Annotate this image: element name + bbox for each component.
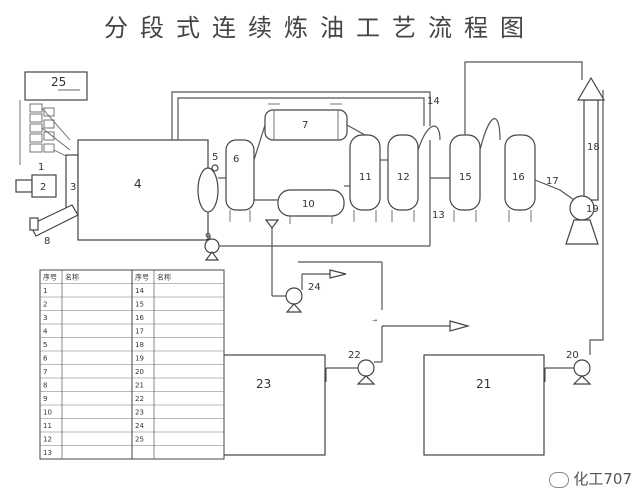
label-10: 10 (302, 199, 315, 210)
label-21: 21 (476, 377, 491, 391)
watermark-text: 化工707 (573, 470, 632, 488)
pipe-6-7 (253, 124, 266, 161)
label-4: 4 (134, 177, 142, 191)
diagram-title: 分段式连续炼油工艺流程图 (104, 14, 536, 42)
equipment-22-pump (298, 261, 471, 385)
label-11: 11 (359, 172, 372, 183)
legend-cell: 3 (43, 314, 47, 322)
equipment-2 (15, 174, 57, 198)
equipment-25 (24, 71, 88, 101)
label-15: 15 (459, 172, 472, 183)
equipment-24-pump (285, 269, 347, 313)
label-16: 16 (512, 172, 525, 183)
legend-cell: 13 (43, 449, 52, 457)
equipment-19-fan (565, 195, 599, 245)
legend-cell: 6 (43, 355, 48, 363)
arrow-right-icon (329, 269, 347, 279)
pipe-17 (534, 179, 575, 201)
equipment-21-storage (423, 354, 545, 456)
wechat-icon (549, 471, 570, 488)
equipment-8-feeder (29, 204, 79, 237)
pipe-15-top (464, 61, 583, 135)
legend-cell: 25 (135, 436, 144, 444)
legend-header-cell: 序号 (135, 273, 149, 282)
pipe-14-loop-inner (177, 97, 425, 140)
legend-cell: 20 (135, 368, 144, 376)
label-9: 9 (205, 232, 211, 243)
equipment-10-tank (277, 189, 345, 224)
equipment-12-tank (387, 134, 419, 222)
pipe-12-15 (417, 125, 441, 151)
label-12: 12 (397, 172, 410, 183)
pipe-7-11 (346, 124, 366, 136)
gauge-5 (211, 164, 219, 172)
label-23: 23 (256, 377, 271, 391)
label-3: 3 (70, 182, 76, 193)
label-13: 13 (432, 210, 445, 221)
reactor-end-cap (197, 167, 219, 213)
legend-cell: 18 (135, 341, 144, 349)
label-19: 19 (586, 204, 599, 215)
legend-cell: 14 (135, 287, 144, 295)
equipment-16-tank (504, 134, 536, 222)
arrow-right-icon (449, 320, 471, 332)
legend-cell: 11 (43, 422, 52, 430)
legend-cell: 21 (135, 382, 144, 390)
label-22: 22 (348, 350, 361, 361)
label-1: 1 (38, 162, 44, 173)
legend-cell: 2 (43, 301, 47, 309)
equipment-18-stack (576, 76, 606, 201)
equipment-20-pump (544, 359, 592, 385)
label-17: 17 (546, 176, 559, 187)
legend-cell: 7 (43, 368, 47, 376)
legend-cell: 15 (135, 301, 144, 309)
legend-cell: 22 (135, 395, 144, 403)
legend-cell: 16 (135, 314, 144, 322)
legend-cell: 1 (43, 287, 47, 295)
legend-cell: 19 (135, 355, 144, 363)
legend-cell: 5 (43, 341, 47, 349)
equipment-4-reactor (77, 139, 209, 241)
legend-cell: 9 (43, 395, 47, 403)
label-25: 25 (51, 75, 66, 89)
legend-cell: 8 (43, 382, 47, 390)
legend-header-cell: 序号 (43, 273, 57, 282)
watermark: 化工707 (549, 468, 632, 489)
label-8: 8 (44, 236, 50, 247)
pipe-14-loop (171, 91, 431, 140)
equipment-6-tank (225, 139, 255, 222)
label-24: 24 (308, 282, 321, 293)
valve-icon (264, 219, 280, 229)
legend-header-cell: 名称 (157, 273, 171, 282)
label-5: 5 (212, 152, 218, 163)
label-2: 2 (40, 182, 46, 193)
control-cluster (19, 100, 71, 165)
legend-cell: 17 (135, 328, 144, 336)
note-22-out: → (372, 317, 377, 324)
legend-cell: 24 (135, 422, 144, 430)
label-20: 20 (566, 350, 579, 361)
label-6: 6 (233, 154, 239, 165)
legend-cell: 4 (43, 328, 48, 336)
legend-cell: 23 (135, 409, 144, 417)
pipe-to-20 (589, 90, 604, 355)
legend-header-cell: 名称 (65, 273, 79, 282)
legend-cell: 12 (43, 436, 52, 444)
legend-cell: 10 (43, 409, 52, 417)
label-7: 7 (302, 120, 308, 131)
label-14: 14 (427, 96, 440, 107)
pipe-15-16 (479, 118, 501, 151)
label-18: 18 (587, 142, 600, 153)
